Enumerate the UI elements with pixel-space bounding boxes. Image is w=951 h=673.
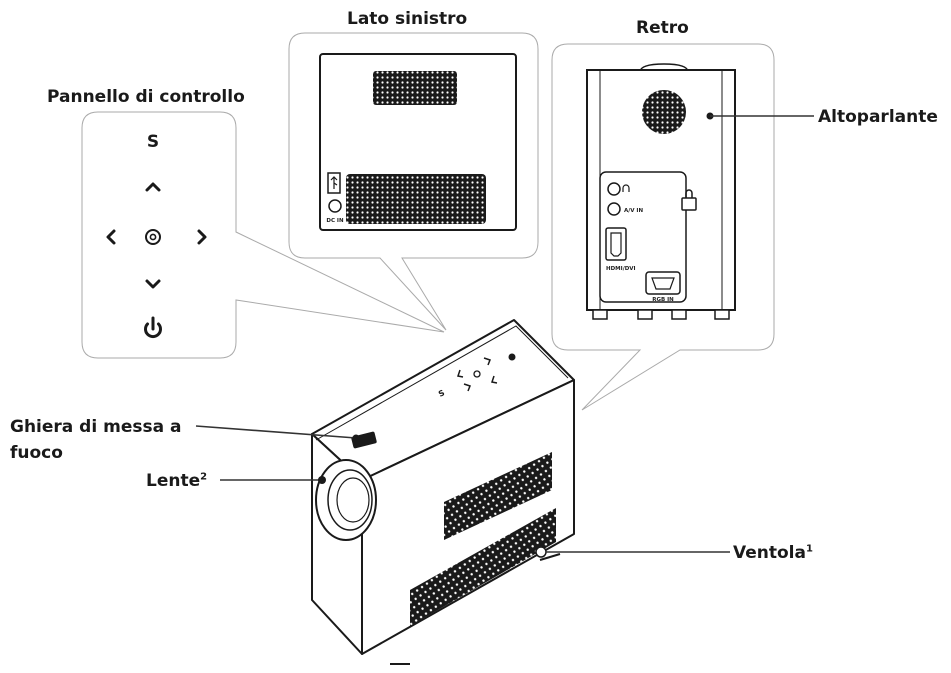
- top-power-button: [508, 353, 516, 361]
- side-lower-vent: [410, 508, 556, 626]
- lens-assembly: [315, 459, 377, 541]
- up-arrow-icon: [145, 182, 161, 192]
- right-arrow-icon: [197, 229, 207, 245]
- down-arrow-icon: [145, 279, 161, 289]
- focus-ring-label-line2: fuoco: [10, 443, 63, 463]
- left-arrow-icon: [106, 229, 116, 245]
- projector-body: S: [311, 319, 575, 665]
- top-ok-button: [473, 370, 481, 378]
- side-upper-vent: [444, 452, 552, 540]
- av-in-label: A/V IN: [624, 208, 643, 214]
- lens-pointer-dot: [318, 476, 326, 484]
- left-side-callout: DC IN: [288, 32, 539, 331]
- lens-footnote: 2: [200, 471, 208, 483]
- speaker-grille: [642, 90, 686, 134]
- ok-button-icon: [145, 229, 161, 245]
- rgb-in-label: RGB IN: [652, 297, 674, 303]
- top-s-key-icon: S: [437, 388, 446, 399]
- dc-in-port-icon: [328, 199, 342, 213]
- hdmi-label: HDMI/DVI: [606, 266, 636, 272]
- top-control-buttons: S: [437, 353, 516, 399]
- control-panel-title: Pannello di controllo: [47, 87, 245, 107]
- leader-lines: [195, 425, 730, 558]
- s-key-icon: S: [147, 132, 159, 152]
- lens-label: Lente2: [146, 471, 207, 492]
- headphone-port-icon: [607, 182, 621, 196]
- fan-label-text: Ventola: [733, 543, 806, 563]
- control-panel-callout-frame: [81, 111, 445, 359]
- left-top-vent: [373, 71, 457, 105]
- control-panel-callout: S: [81, 111, 445, 359]
- focus-ring-label-line1: Ghiera di messa a: [10, 417, 182, 437]
- av-in-port-icon: [607, 202, 621, 216]
- dc-in-label: DC IN: [326, 218, 344, 224]
- lock-slot-icon: [681, 197, 697, 211]
- fan-label: Ventola1: [733, 543, 813, 564]
- left-bottom-vent: [346, 174, 486, 224]
- focus-ring-pointer-dot: [352, 434, 360, 442]
- lens-label-text: Lente: [146, 471, 201, 491]
- fan-footnote: 1: [805, 543, 813, 555]
- power-icon: [144, 316, 162, 339]
- io-panel: [599, 171, 687, 303]
- focus-ring-leader-line: [195, 425, 357, 439]
- back-title: Retro: [636, 18, 689, 38]
- speaker-label: Altoparlante: [818, 107, 938, 127]
- fan-pointer-dot: [535, 546, 547, 558]
- left-side-title: Lato sinistro: [347, 9, 468, 29]
- back-callout: A/V IN HDMI/DVI RGB IN: [551, 43, 814, 411]
